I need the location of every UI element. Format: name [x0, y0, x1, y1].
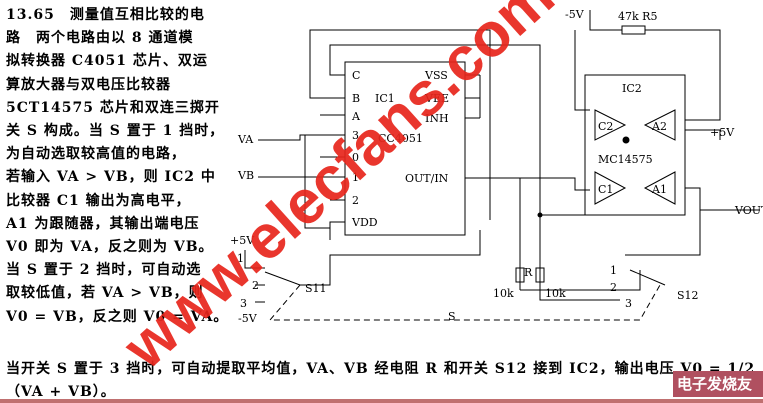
text-line: 取较低值，若 VA > VB，则 [6, 285, 204, 302]
pos5v-left-label: +5V [230, 234, 255, 247]
svg-text:VEE: VEE [424, 92, 449, 105]
r-right-value: 10k [545, 287, 566, 300]
ic1-box [344, 61, 466, 236]
svg-text:2: 2 [352, 194, 359, 207]
va-label: VA [237, 133, 254, 146]
site-logo: 电子发烧友 [673, 371, 763, 397]
s12-label: S12 [677, 289, 699, 302]
svg-text:B: B [352, 92, 360, 105]
description-paragraph: 13.65 测量值互相比较的电 路 两个电路由以 8 通道模 拟转换器 C405… [6, 4, 246, 329]
svg-text:2: 2 [610, 281, 617, 294]
text-line: 当 S 置于 2 挡时，可自动选 [6, 262, 202, 279]
a2-label: A2 [651, 120, 667, 133]
svg-text:INH: INH [425, 112, 449, 125]
text-line: 算放大器与双电压比较器 [6, 76, 171, 93]
c1-label: C1 [598, 183, 613, 196]
text-line: （VA + VB）。 [6, 384, 116, 400]
text-line: A1 为跟随器，其输出端电压 [6, 215, 200, 232]
ic1-part: CC4051 [378, 132, 423, 145]
s-label: S [448, 310, 456, 323]
svg-text:3: 3 [240, 297, 247, 310]
neg5v-left-label: -5V [238, 312, 258, 325]
neg5v-top-label: -5V [565, 8, 585, 21]
ic2-label: IC2 [622, 82, 642, 95]
text-line: 13.65 测量值互相比较的电 [6, 7, 205, 23]
s11-label: S11 [305, 282, 327, 295]
svg-text:3: 3 [352, 129, 359, 142]
text-line: V0 = VB，反之则 V0 = VA。 [6, 308, 229, 325]
text-line: 5CT14575 芯片和双连三掷开 [6, 99, 220, 116]
text-line: V0 即为 VA，反之则为 VB。 [6, 239, 214, 256]
svg-text:A: A [351, 110, 361, 123]
ic2-part: MC14575 [598, 153, 653, 166]
text-line: 拟转换器 C4051 芯片、双运 [6, 53, 208, 70]
text-line: 比较器 C1 输出为高电平， [6, 192, 191, 209]
svg-text:OUT/IN: OUT/IN [405, 172, 449, 185]
a1-label: A1 [651, 183, 667, 196]
svg-text:1: 1 [237, 252, 244, 265]
svg-text:0: 0 [352, 151, 359, 164]
text-line: 若输入 VA > VB，则 IC2 中 [6, 169, 216, 186]
r-label: R [524, 266, 533, 279]
svg-text:VDD: VDD [351, 216, 378, 229]
bottom-bar [0, 399, 763, 403]
text-line: 为自动选取较高值的电路， [6, 146, 186, 163]
text-line: 路 两个电路由以 8 通道模 [6, 30, 194, 47]
ic1-left-pins: C B A 3 0 1 2 VDD VSS VEE INH OUT/IN [351, 69, 449, 229]
svg-text:3: 3 [625, 297, 632, 310]
svg-text:VSS: VSS [424, 69, 448, 82]
r5-label: 47k R5 [618, 10, 657, 23]
ic1-label: IC1 [375, 92, 395, 105]
svg-text:1: 1 [610, 264, 617, 277]
r-left-value: 10k [493, 287, 514, 300]
text-line: 当开关 S 置于 3 挡时，可自动提取平均值，VA、VB 经电阻 R 和开关 S… [6, 361, 756, 377]
svg-text:C: C [352, 69, 360, 82]
c2-label: C2 [598, 120, 613, 133]
vb-label: VB [237, 169, 254, 182]
svg-text:1: 1 [352, 171, 359, 184]
ic2-box [584, 74, 686, 216]
pos5v-right-label: +5V [710, 126, 735, 139]
text-line: 关 S 构成。当 S 置于 1 挡时， [6, 123, 225, 140]
